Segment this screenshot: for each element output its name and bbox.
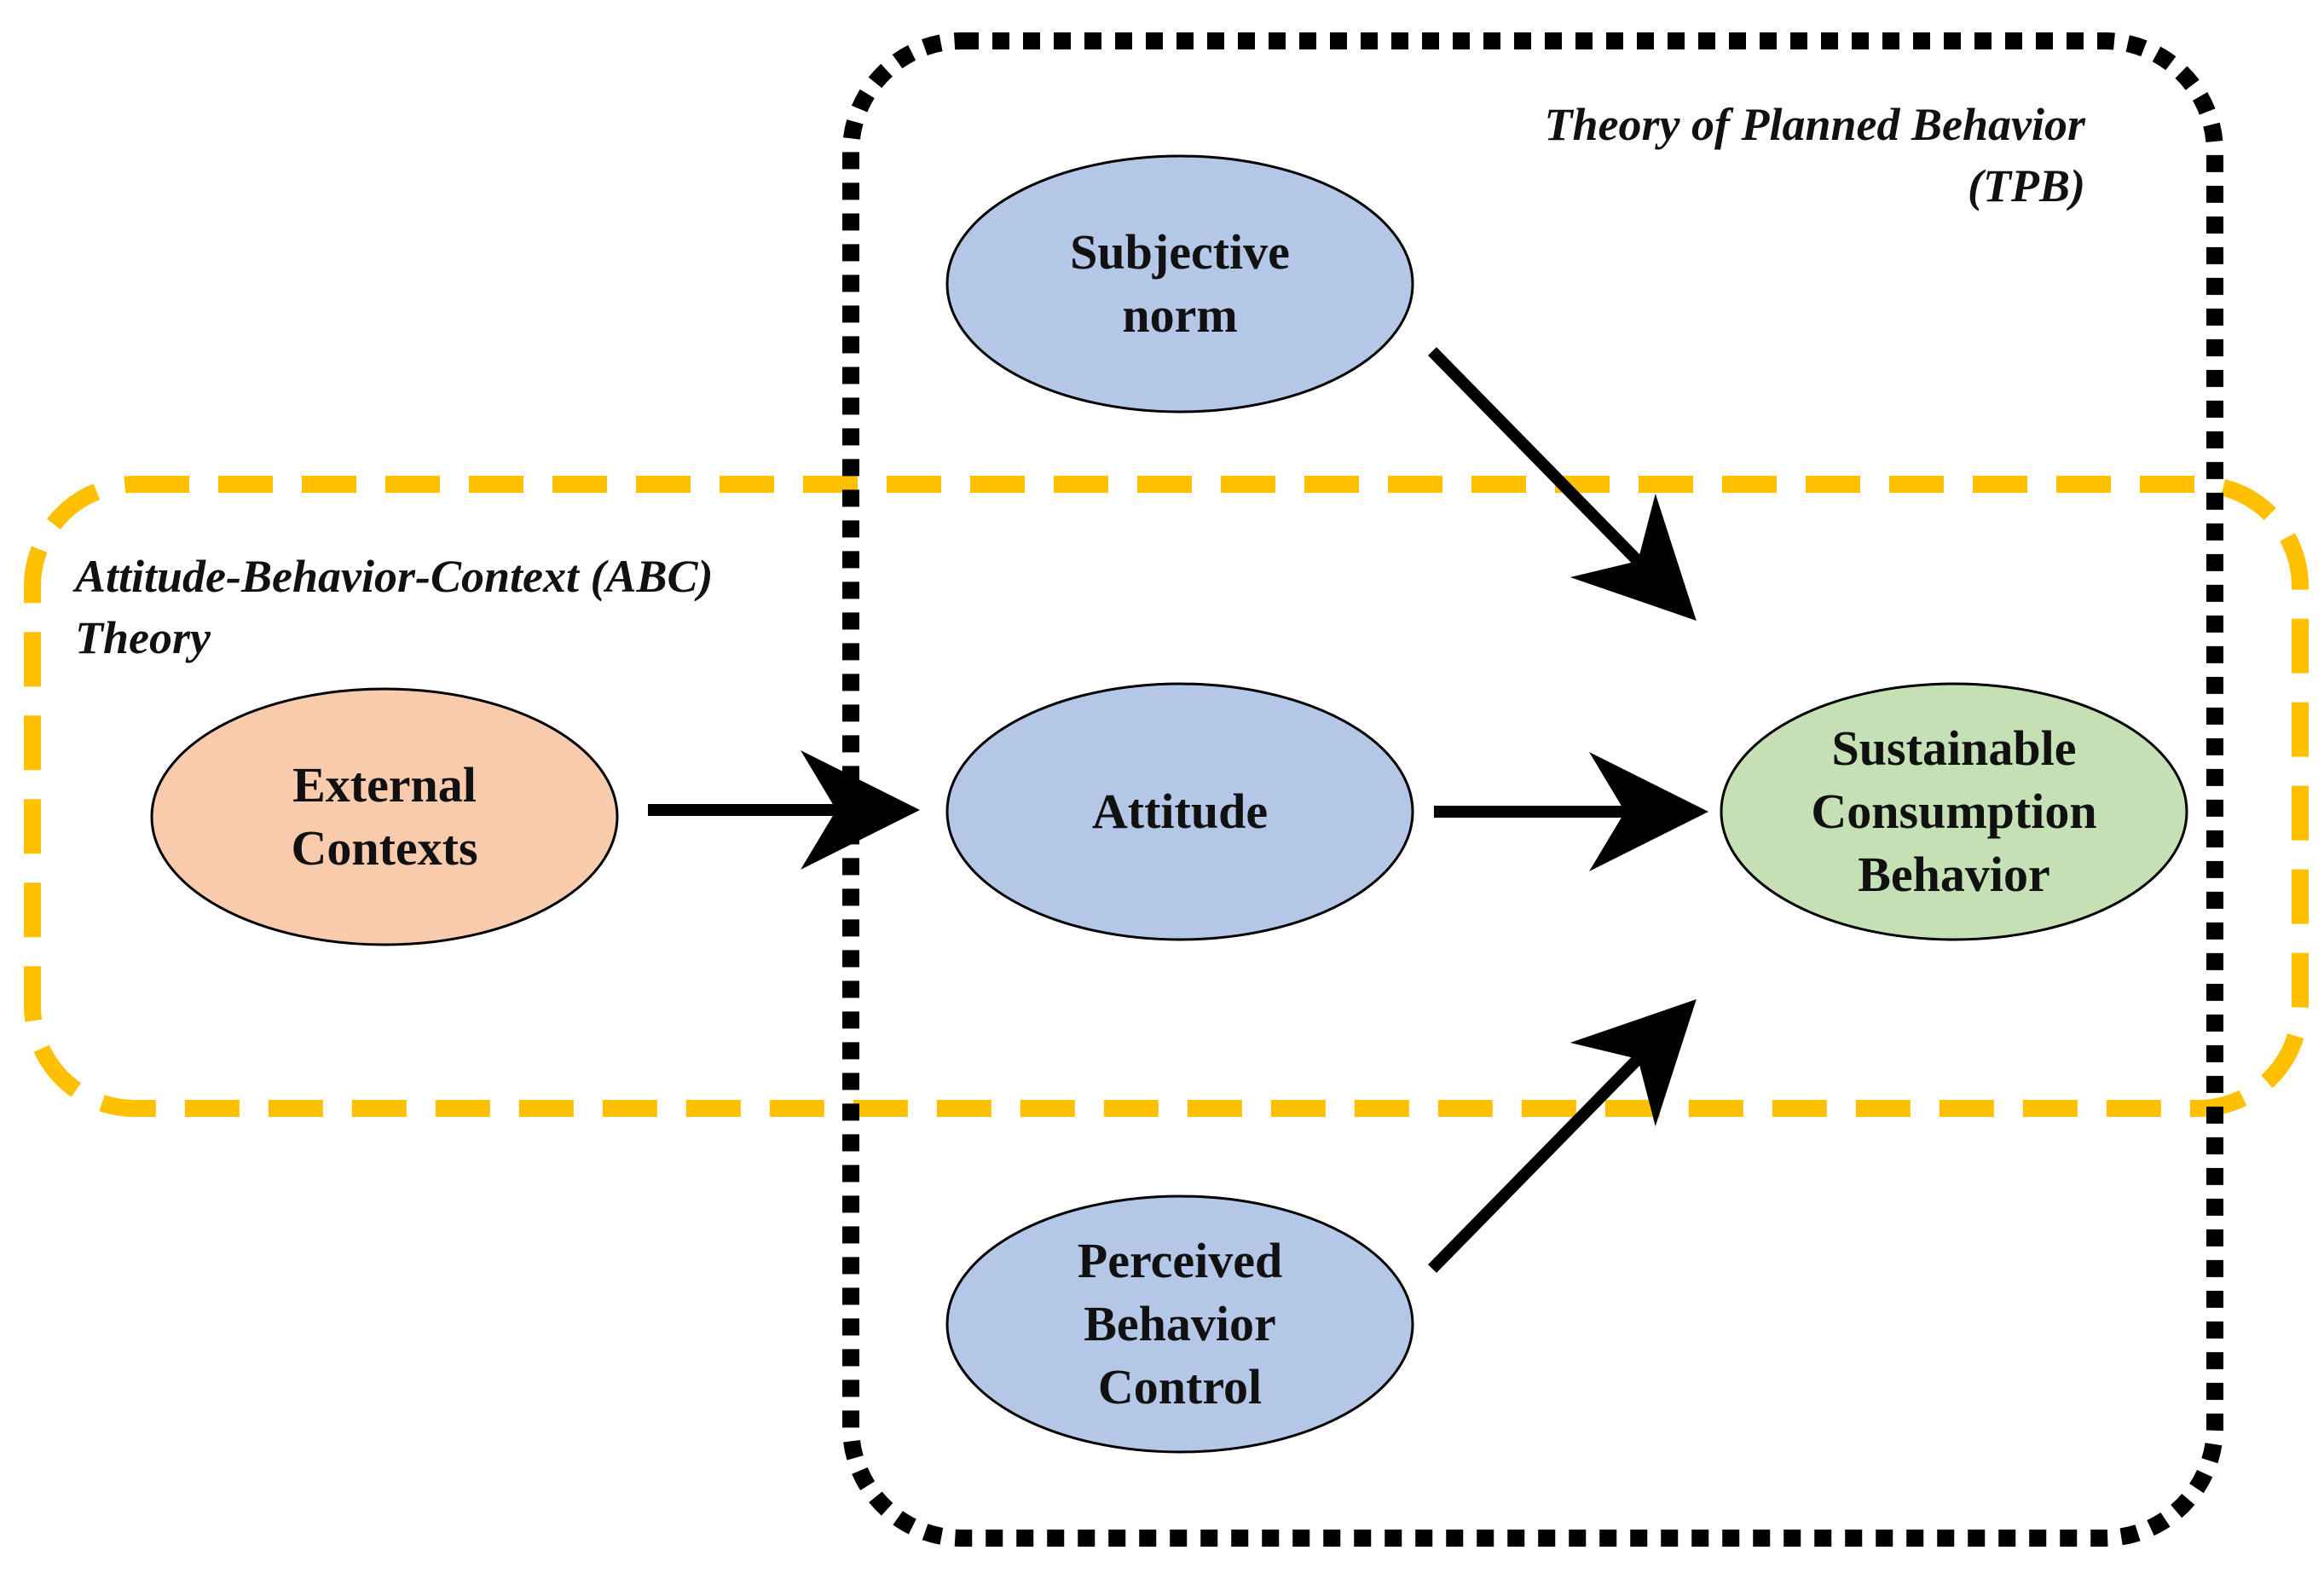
edge-perceived-to-behavior bbox=[1428, 999, 1697, 1273]
attitude-label: Attitude bbox=[1091, 784, 1269, 839]
attitude-node bbox=[945, 682, 1414, 941]
external-contexts-node bbox=[150, 687, 619, 946]
subjective-norm-label: Subjective norm bbox=[1070, 224, 1290, 343]
tpb-group-label: Theory of Planned Behavior (TPB) bbox=[1544, 99, 2085, 211]
abc-group-label: Attitude-Behavior-Context (ABC) Theory bbox=[75, 551, 714, 663]
edge-subjective-to-behavior bbox=[1428, 347, 1697, 621]
perceived-control-node bbox=[945, 1195, 1414, 1454]
sustainable-behavior-label: Sustainable Consumption Behavior bbox=[1811, 720, 2097, 902]
abc-group-box bbox=[24, 476, 2309, 1117]
subjective-norm-node bbox=[945, 154, 1414, 414]
external-contexts-label: External Contexts bbox=[291, 757, 478, 876]
perceived-control-label: Perceived Behavior Control bbox=[1077, 1233, 1283, 1414]
sustainable-behavior-node bbox=[1720, 682, 2188, 941]
